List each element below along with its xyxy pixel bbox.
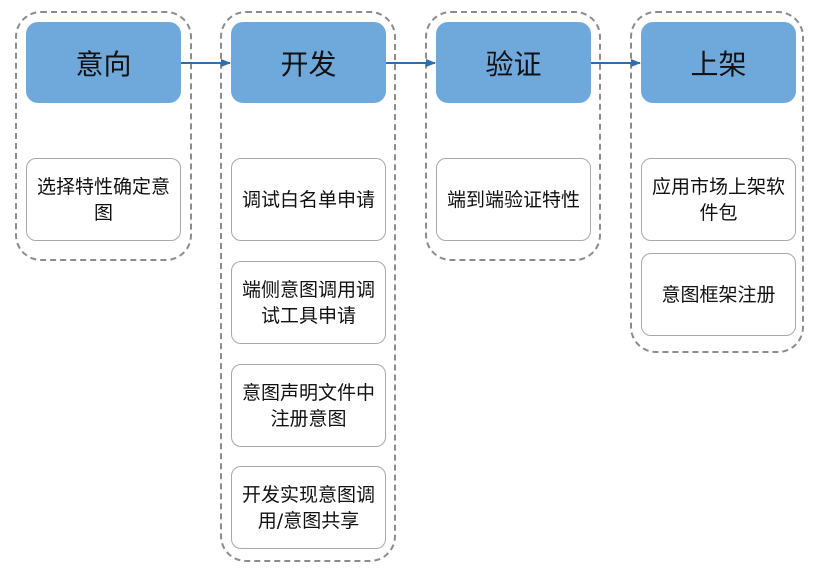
stage-group-intent bbox=[15, 11, 192, 261]
stage-header-verify: 验证 bbox=[436, 22, 591, 103]
task-implement-intent: 开发实现意图调用/意图共享 bbox=[231, 466, 386, 549]
stage-header-release: 上架 bbox=[641, 22, 796, 103]
stage-group-release bbox=[630, 11, 804, 353]
task-debug-tool: 端侧意图调用调试工具申请 bbox=[231, 261, 386, 344]
stage-group-develop bbox=[220, 11, 396, 562]
task-debug-whitelist: 调试白名单申请 bbox=[231, 158, 386, 241]
stage-group-verify bbox=[425, 11, 601, 261]
task-e2e-verify: 端到端验证特性 bbox=[436, 158, 591, 241]
stage-header-develop: 开发 bbox=[231, 22, 386, 103]
task-select-feature: 选择特性确定意图 bbox=[26, 158, 181, 241]
task-framework-register: 意图框架注册 bbox=[641, 253, 796, 336]
stage-header-intent: 意向 bbox=[26, 22, 181, 103]
task-app-market: 应用市场上架软件包 bbox=[641, 158, 796, 241]
task-register-intent: 意图声明文件中注册意图 bbox=[231, 364, 386, 447]
